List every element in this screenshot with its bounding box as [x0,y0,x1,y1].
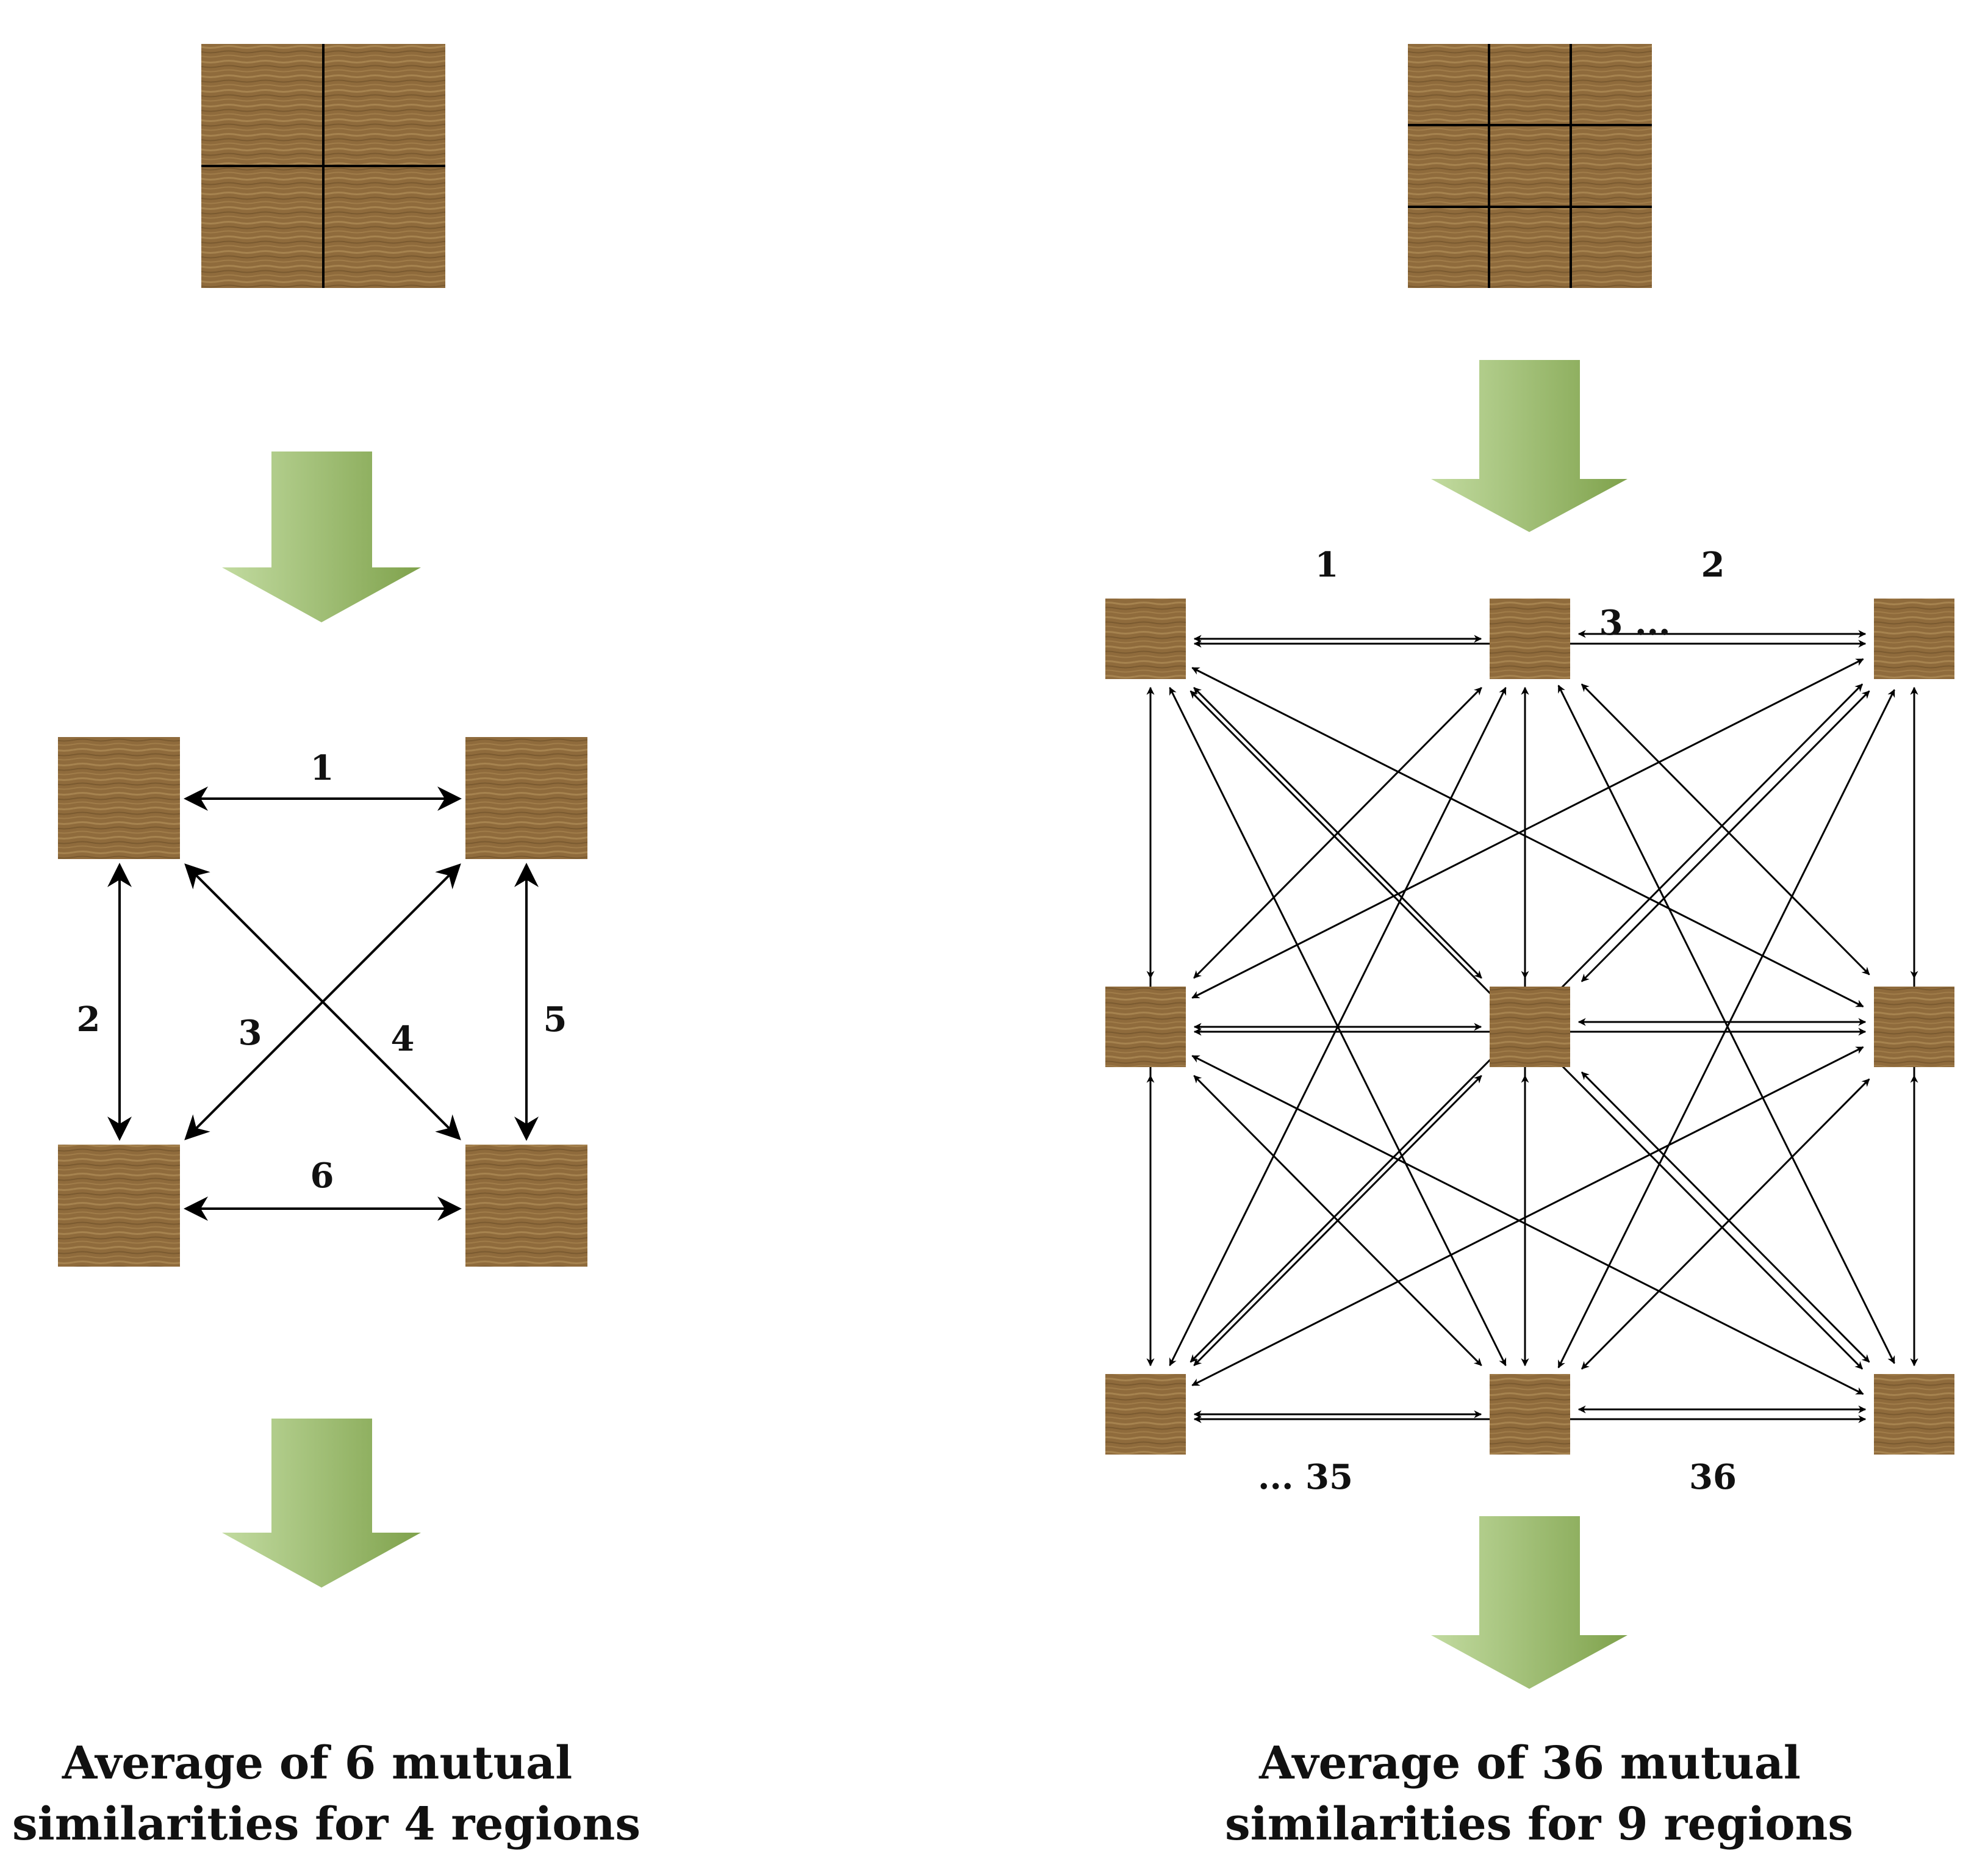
left-pair-label: 1 [310,748,334,788]
right-caption-line-2: similarities for 9 regions [1225,1798,1854,1851]
right-region-tile [1874,599,1954,679]
right-region-tile [1105,987,1186,1067]
left-panel: 1 2 3 4 5 6 [58,44,587,1588]
right-pair-label: 3 ... [1599,603,1671,643]
right-region-tile [1874,1374,1954,1455]
left-pair-label: 2 [77,999,101,1040]
left-pair-label: 3 [239,1013,262,1053]
right-pair-arrow [1191,1055,1864,1395]
left-pair-label: 5 [544,999,567,1040]
right-pair-arrow [1191,1046,1864,1386]
down-arrow-icon [222,451,421,622]
right-pair-arrow [1581,1078,1870,1370]
right-panel: 1 2 3 ... ... 35 36 [1105,44,1954,1689]
right-region-tile [1490,987,1570,1067]
right-region-tile [1105,599,1186,679]
right-region-tile [1490,1374,1570,1455]
left-caption-line-1: Average of 6 mutual [62,1737,573,1790]
left-region-tile [465,1145,587,1267]
right-region-tiles [1105,599,1954,1455]
right-pair-label: 36 [1689,1457,1737,1497]
left-region-tile [465,737,587,859]
right-caption-line-1: Average of 36 mutual [1259,1737,1801,1790]
left-region-tile [58,1145,180,1267]
left-pair-arrow [184,863,461,1140]
left-region-tile [58,737,180,859]
left-pair-label: 6 [310,1156,334,1196]
right-pair-label: ... 35 [1258,1457,1353,1497]
down-arrow-icon [222,1419,421,1588]
right-pair-label: 2 [1701,545,1725,585]
right-pair-arrow [1191,658,1864,999]
down-arrow-icon [1431,1516,1627,1689]
right-caption: Average of 36 mutual similarities for 9 … [1225,1733,1854,1855]
right-region-tile [1105,1374,1186,1455]
down-arrow-icon [1431,360,1627,532]
right-region-tile [1874,987,1954,1067]
left-source-image [201,44,445,288]
left-caption-line-2: similarities for 4 regions [12,1798,641,1851]
right-source-image [1408,44,1652,288]
right-connection-web [1146,630,1918,1423]
right-region-tile [1490,599,1570,679]
left-pair-label: 4 [391,1019,415,1059]
right-pair-label: 1 [1315,545,1339,585]
left-caption: Average of 6 mutual similarities for 4 r… [12,1733,641,1855]
